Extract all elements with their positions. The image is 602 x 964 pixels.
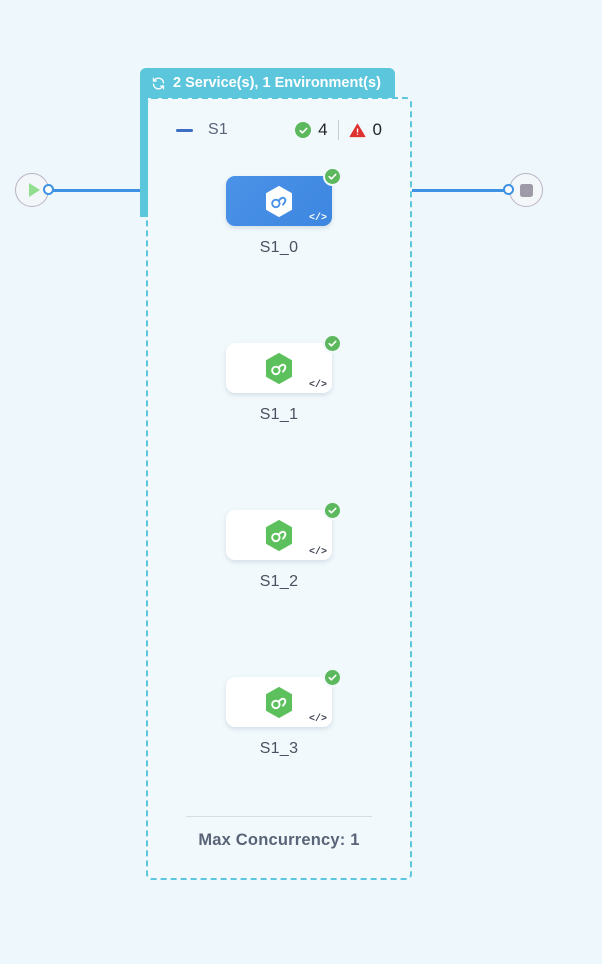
group-info-row: S1 4 0: [176, 117, 382, 143]
counter-divider: [337, 120, 339, 140]
service-node-label: S1_3: [259, 740, 299, 757]
footer-divider: [186, 816, 372, 817]
edge-group-to-end: [410, 189, 516, 192]
play-icon: [28, 183, 40, 197]
service-node-1[interactable]: </> S1_1: [226, 334, 342, 424]
check-circle-icon: [295, 122, 312, 138]
service-node-label: S1_1: [259, 406, 299, 423]
warning-count: 0: [372, 120, 382, 139]
hexagon-infinity-logo: [264, 185, 294, 218]
start-node-output-handle[interactable]: [43, 184, 54, 195]
hexagon-infinity-logo: [264, 352, 294, 385]
code-brackets-icon[interactable]: </>: [308, 547, 327, 558]
end-node[interactable]: [509, 173, 543, 207]
service-node-label: S1_2: [259, 573, 299, 590]
group-name-label: S1: [208, 121, 228, 138]
check-circle-icon: [323, 334, 342, 353]
check-circle-icon: [323, 501, 342, 520]
group-header-label: 2 Service(s), 1 Environment(s): [173, 75, 381, 91]
service-node-card[interactable]: </>: [226, 501, 342, 560]
cycle-refresh-icon: [151, 76, 166, 91]
group-header[interactable]: 2 Service(s), 1 Environment(s): [140, 68, 395, 98]
end-node-input-handle[interactable]: [503, 184, 514, 195]
code-brackets-icon[interactable]: </>: [308, 714, 327, 725]
max-concurrency-label: Max Concurrency: 1: [198, 831, 360, 849]
service-group-container[interactable]: [146, 97, 412, 880]
group-status-counters: 4 0: [295, 120, 382, 140]
hexagon-infinity-logo: [264, 519, 294, 552]
service-node-label: S1_0: [259, 239, 299, 256]
warning-triangle-icon: [349, 122, 366, 139]
edge-start-to-group: [48, 189, 146, 192]
code-brackets-icon[interactable]: </>: [308, 213, 327, 224]
check-circle-icon: [323, 668, 342, 687]
hexagon-infinity-logo: [264, 686, 294, 719]
service-node-card[interactable]: </>: [226, 668, 342, 727]
service-node-card[interactable]: </>: [226, 334, 342, 393]
check-circle-icon: [323, 167, 342, 186]
service-node-0[interactable]: </> S1_0: [226, 167, 342, 257]
stop-icon: [519, 183, 533, 197]
success-count: 4: [318, 120, 328, 139]
service-node-card[interactable]: </>: [226, 167, 342, 226]
service-node-3[interactable]: </> S1_3: [226, 668, 342, 758]
minus-icon[interactable]: [176, 128, 193, 132]
code-brackets-icon[interactable]: </>: [308, 380, 327, 391]
group-header-accent-bar: [140, 97, 148, 217]
service-node-2[interactable]: </> S1_2: [226, 501, 342, 591]
